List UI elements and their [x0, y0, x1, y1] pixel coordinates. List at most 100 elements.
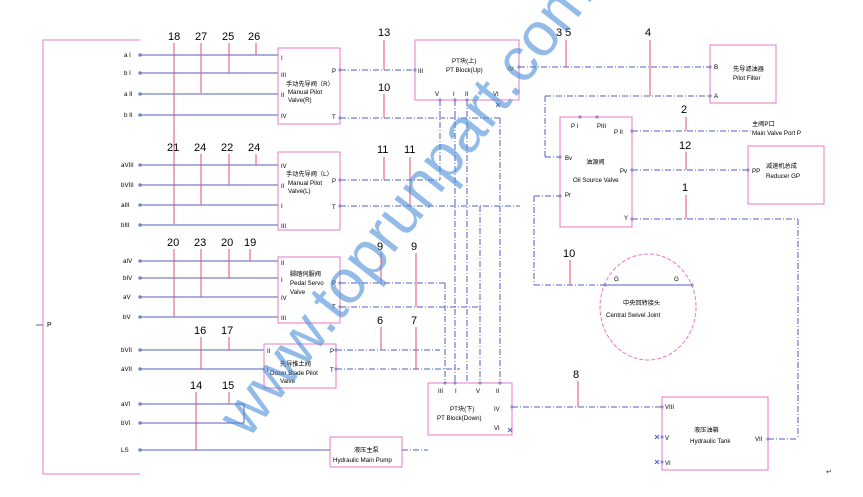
port-label-bIII: bIII — [121, 222, 130, 229]
main-valve-frame — [42, 39, 140, 475]
port-label-aI: a I — [124, 52, 131, 59]
svg-text:G: G — [614, 276, 619, 283]
svg-text:中央回转接头: 中央回转接头 — [623, 299, 660, 307]
line-num-2: 2 — [681, 104, 687, 116]
svg-text:T: T — [332, 305, 336, 311]
svg-text:VI: VI — [665, 461, 671, 467]
line-num-12: 12 — [679, 140, 691, 152]
svg-text:I: I — [267, 368, 269, 374]
line-num-9b: 9 — [411, 241, 417, 253]
line-num-21: 21 — [167, 142, 179, 154]
left-port-labels: a I b I a II b II aVIII bVIII aIII bIII … — [121, 52, 134, 454]
port-label-aVI: aVI — [121, 401, 131, 408]
svg-text:主阀P口: 主阀P口 — [752, 120, 775, 128]
svg-text:减速机总成: 减速机总成 — [766, 162, 797, 170]
svg-text:B: B — [714, 64, 718, 71]
right-line-numbers: 13 3 5 4 10 2 11 11 12 1 9 9 10 6 7 8 — [377, 27, 691, 381]
svg-text:先导滤油器: 先导滤油器 — [733, 65, 765, 73]
port-label-aV: aV — [123, 294, 131, 301]
svg-text:V: V — [665, 436, 669, 442]
svg-text:P: P — [332, 281, 336, 287]
svg-text:I: I — [281, 278, 283, 284]
frame-p-label: P — [47, 322, 52, 329]
svg-text:I: I — [281, 204, 283, 210]
svg-text:PT Block(Up): PT Block(Up) — [446, 67, 483, 74]
line-num-27: 27 — [195, 31, 207, 43]
line-num-24b: 24 — [248, 142, 260, 154]
svg-text:Manual Pilot: Manual Pilot — [288, 180, 322, 187]
svg-text:PP: PP — [752, 168, 760, 175]
svg-text:II: II — [465, 92, 469, 98]
svg-text:V: V — [476, 389, 480, 395]
main-valve-port-p: 主阀P口 Main Valve Port P — [752, 120, 801, 137]
pilot-filter: B A 先导滤油器 Pilot Filter — [709, 44, 777, 104]
svg-text:T: T — [330, 368, 334, 374]
svg-text:II: II — [281, 93, 285, 99]
return-mark: ↵ — [826, 469, 832, 476]
svg-text:Central Swivel Joint: Central Swivel Joint — [606, 312, 661, 319]
line-num-23: 23 — [194, 237, 206, 249]
svg-text:Valve: Valve — [280, 378, 296, 385]
port-label-bVI: bVI — [121, 420, 131, 427]
svg-text:Valve: Valve — [290, 289, 306, 296]
port-label-bVIII: bVIII — [121, 182, 134, 189]
line-num-3-5: 3 5 — [556, 27, 571, 39]
svg-text:油源阀: 油源阀 — [586, 158, 605, 166]
line-num-16: 16 — [194, 325, 206, 337]
svg-text:手动先导阀（L）: 手动先导阀（L） — [286, 170, 333, 178]
line-num-1: 1 — [682, 182, 688, 194]
oil-source-valve: P I PIII P II Bv Pv Pr Y 油源阀 Oil Source … — [559, 116, 633, 228]
svg-text:P: P — [330, 349, 334, 355]
svg-text:A: A — [714, 93, 719, 100]
line-num-26: 26 — [248, 31, 260, 43]
svg-text:VII: VII — [755, 437, 763, 443]
svg-text:液压主泵: 液压主泵 — [354, 446, 379, 454]
port-label-bII: b II — [124, 112, 133, 119]
port-label-aIII: aIII — [121, 202, 130, 209]
svg-text:P I: P I — [571, 124, 579, 130]
port-label-LS: LS — [121, 447, 129, 454]
line-num-18: 18 — [168, 31, 180, 43]
svg-text:Pv: Pv — [620, 169, 627, 175]
line-num-20b: 20 — [221, 237, 233, 249]
svg-text:I: I — [281, 56, 283, 62]
svg-text:手动先导阀（R）: 手动先导阀（R） — [286, 80, 334, 88]
svg-text:III: III — [438, 389, 443, 395]
line-num-4: 4 — [645, 27, 651, 39]
line-num-25: 25 — [222, 31, 234, 43]
line-num-6: 6 — [377, 315, 383, 327]
svg-text:II: II — [496, 389, 500, 395]
svg-text:I: I — [455, 389, 457, 395]
line-num-13: 13 — [378, 27, 390, 39]
closed-port-marks — [495, 102, 660, 465]
svg-text:先导推土阀: 先导推土阀 — [280, 360, 311, 368]
svg-text:II: II — [281, 261, 285, 267]
svg-text:Valve(R): Valve(R) — [288, 97, 312, 104]
svg-text:PT Block(Down): PT Block(Down) — [437, 415, 482, 422]
line-num-19: 19 — [244, 237, 256, 249]
line-num-7: 7 — [411, 315, 417, 327]
svg-text:Bv: Bv — [565, 156, 572, 162]
svg-text:Pr: Pr — [565, 193, 571, 199]
port-label-bVII: bVII — [121, 347, 132, 354]
svg-text:Hydraulic Main Pump: Hydraulic Main Pump — [333, 457, 392, 464]
line-num-24a: 24 — [194, 142, 206, 154]
svg-text:P: P — [332, 179, 336, 185]
reducer-gp: PP 减速机总成 Reducer GP — [747, 145, 825, 205]
svg-text:Oil Source Valve: Oil Source Valve — [573, 177, 619, 184]
svg-text:P: P — [332, 69, 336, 75]
svg-text:IV: IV — [281, 114, 287, 120]
dozer-blade-pilot-valve: II I P T 先导推土阀 Dozer Blade Pilot Valve — [263, 343, 337, 389]
svg-text:Y: Y — [624, 216, 628, 222]
right-line-ticks — [380, 40, 687, 407]
svg-text:Main Valve Port P: Main Valve Port P — [752, 130, 801, 137]
svg-text:Reducer GP: Reducer GP — [766, 173, 800, 180]
line-num-11b: 11 — [404, 144, 415, 156]
svg-text:V: V — [435, 92, 439, 98]
left-line-ticks — [173, 43, 257, 450]
line-num-9a: 9 — [377, 241, 383, 253]
line-num-10b: 10 — [563, 248, 575, 260]
hydraulic-tank: VIII V VI VII 液压油箱 Hydraulic Tank — [661, 396, 769, 471]
svg-text:Manual Pilot: Manual Pilot — [288, 89, 322, 96]
